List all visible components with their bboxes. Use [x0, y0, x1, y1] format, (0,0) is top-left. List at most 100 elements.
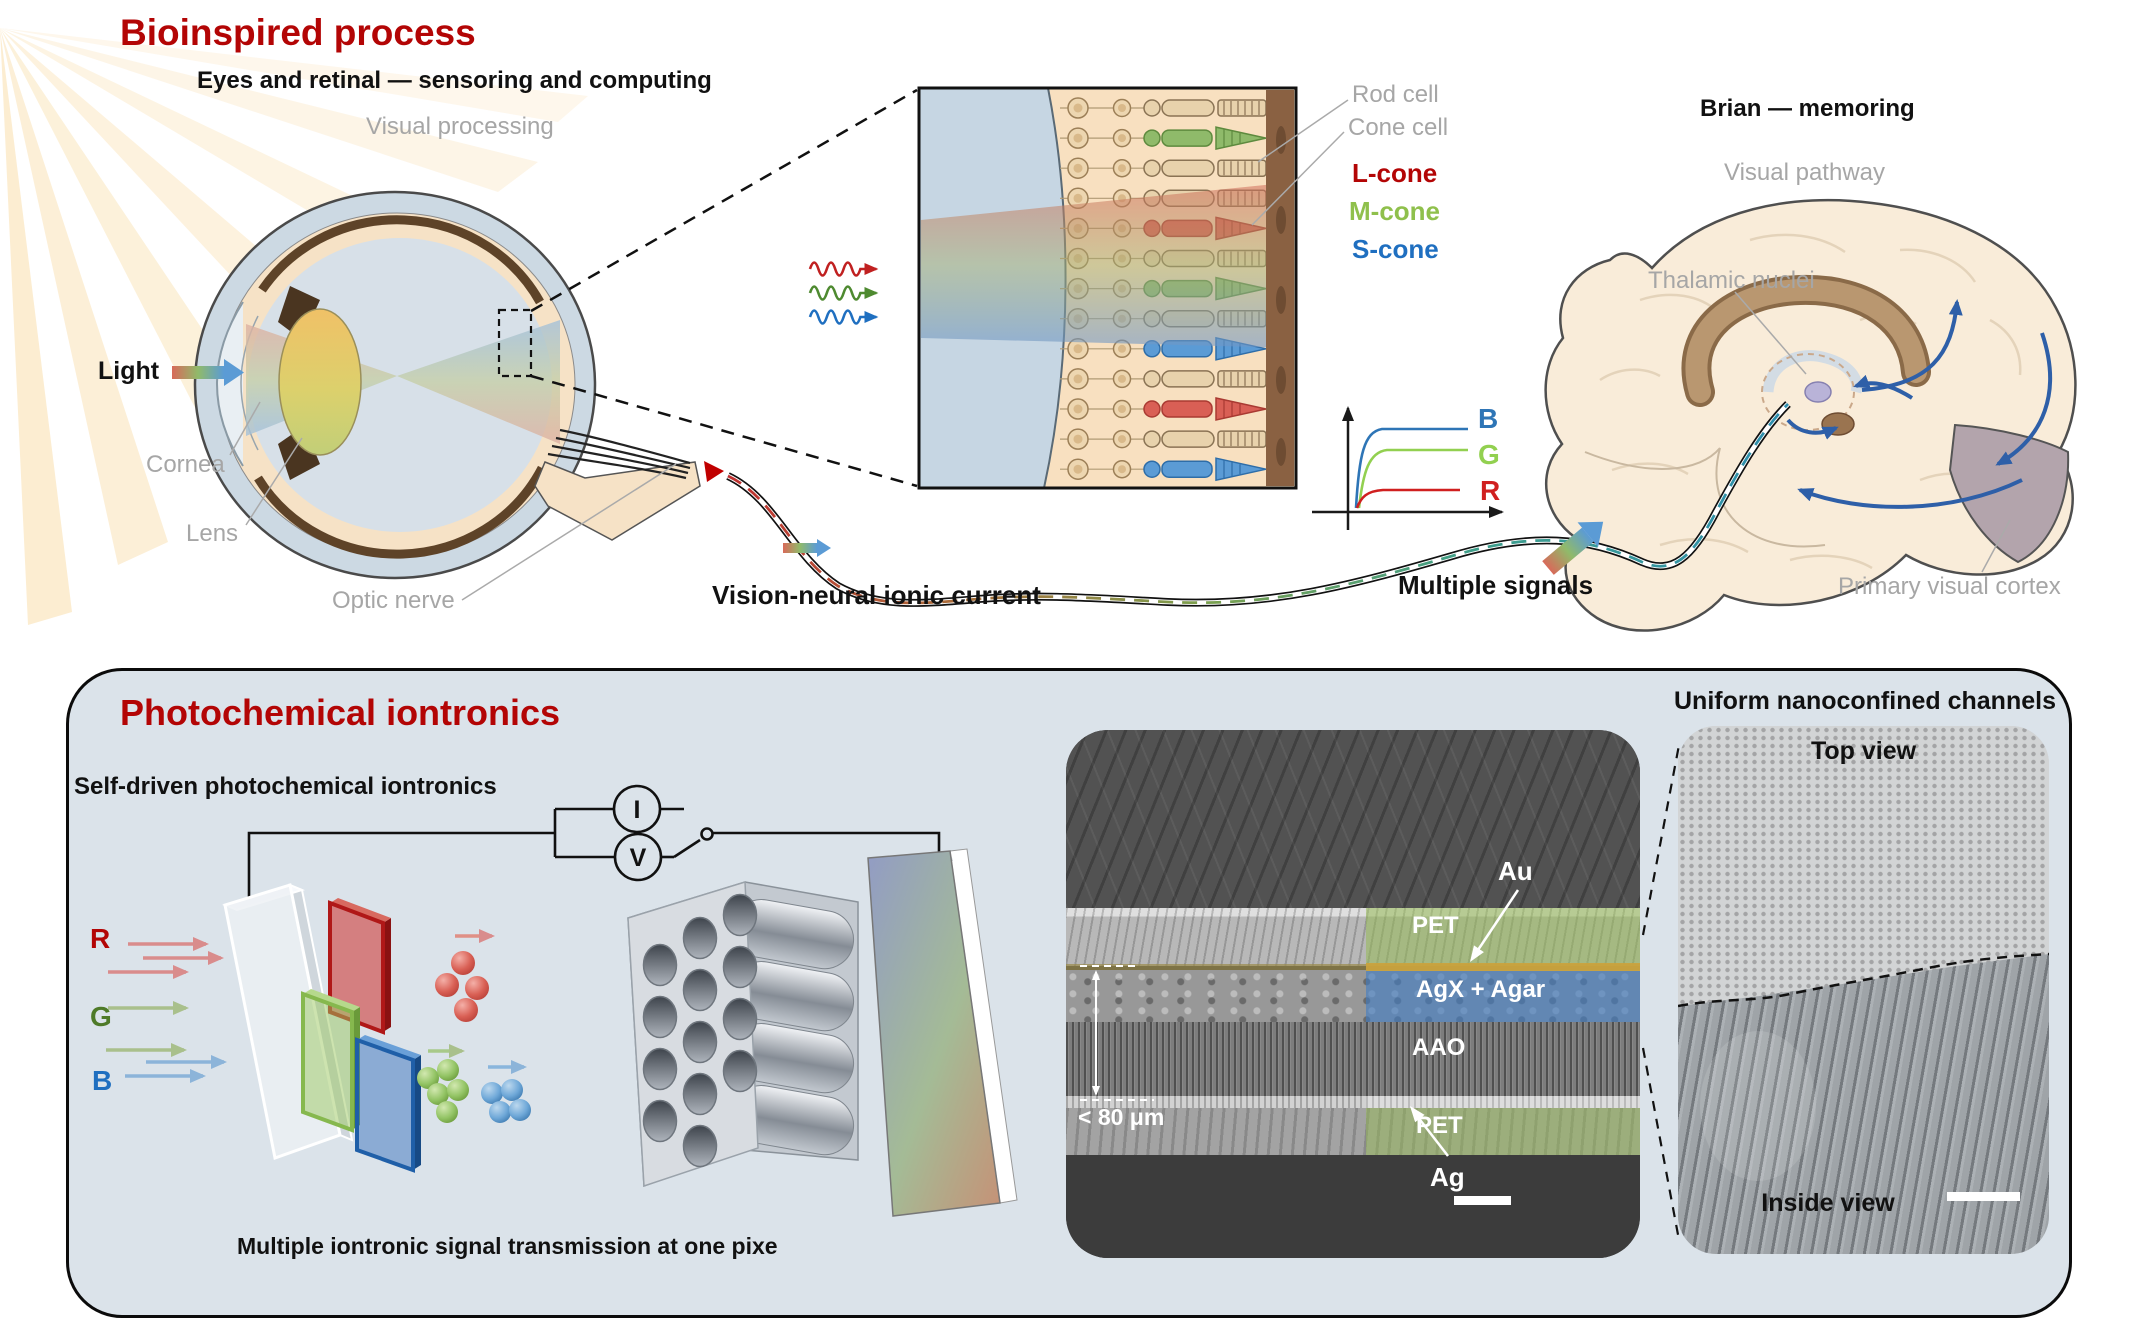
chart-label-r: R	[1480, 475, 1501, 506]
m-cone-label: M-cone	[1349, 196, 1440, 226]
primary-visual-cortex-region	[1948, 423, 2070, 564]
pixel-caption: Multiple iontronic signal transmission a…	[237, 1233, 778, 1259]
eyes-heading: Eyes and retinal — sensoring and computi…	[197, 67, 712, 94]
rod-cell-row	[1060, 368, 1267, 390]
callout-line-bottom	[530, 374, 918, 488]
green-wave-icon	[808, 285, 879, 301]
retina-callout-box	[497, 308, 533, 378]
cable-start-arrow-icon	[704, 461, 724, 482]
overlay-au	[1366, 963, 1640, 971]
input-g-label: G	[90, 1001, 112, 1032]
light-arrow	[172, 359, 244, 386]
light-beam-left	[246, 324, 397, 436]
curve-B	[1354, 427, 1468, 509]
section-title-photochemical: Photochemical iontronics	[120, 692, 561, 733]
visual-pathway-label: Visual pathway	[1724, 159, 1885, 186]
cone-cell-row	[1060, 336, 1267, 361]
sem-cross-section-image: Au PET AgX + Agar AAO PET Ag < 80 μm	[1066, 730, 1640, 1258]
ionic-current-label: Vision-neural ionic current	[712, 580, 1041, 610]
rgb-wave-arrows	[808, 261, 879, 325]
blue-wave-icon	[808, 309, 879, 325]
pvc-leader	[1981, 519, 2011, 573]
cone-cell-row	[1060, 126, 1267, 151]
brain-diagram	[1544, 198, 2077, 632]
retina-light-band	[921, 182, 1294, 348]
input-r-label: R	[90, 923, 111, 954]
sem-annotations	[1080, 889, 1520, 1157]
rod-cell-row	[1060, 247, 1267, 270]
sem-ag-layer	[1066, 1096, 1640, 1108]
response-chart	[1312, 406, 1504, 530]
brain-heading: Brian — memoring	[1700, 95, 1915, 122]
chart-label-g: G	[1478, 439, 1500, 470]
curve-G	[1357, 448, 1468, 509]
optic-nerve-exit	[534, 428, 701, 541]
nanochannels-heading: Uniform nanoconfined channels	[1674, 687, 2056, 715]
lens-shape	[278, 308, 362, 456]
view-boundary	[1678, 952, 2049, 1181]
rod-cell-row	[1060, 187, 1267, 210]
visual-pathway-arrows	[1786, 299, 2052, 509]
vision-neural-cable	[704, 401, 1791, 607]
light-beam-right	[397, 320, 560, 444]
retina-cell-rows	[1060, 97, 1267, 482]
rod-cell-row	[1060, 428, 1267, 450]
cone-cell-row	[1060, 276, 1267, 301]
rpe-band	[1266, 90, 1294, 486]
sem-label-aao: AAO	[1412, 1034, 1466, 1061]
callout-line-top	[530, 88, 918, 313]
cone-cell-row	[1060, 216, 1267, 241]
sem-label-agx: AgX + Agar	[1416, 976, 1546, 1003]
ionic-flow-arrow	[783, 539, 831, 557]
sem-label-thickness: < 80 μm	[1078, 1104, 1165, 1130]
sem-au-layer	[1066, 964, 1640, 970]
rod-cell-row	[1060, 307, 1267, 330]
light-label: Light	[98, 357, 160, 385]
nanochannel-views-image: Top view Inside view	[1678, 726, 2049, 1254]
cone-cell-row	[1060, 397, 1267, 421]
section-title-bioinspired: Bioinspired process	[120, 12, 476, 53]
retina-inset	[917, 86, 1349, 490]
thalamic-nuclei-label: Thalamic nuclei	[1648, 267, 1815, 294]
s-cone-label: S-cone	[1352, 234, 1439, 264]
cone-cell-row	[1060, 457, 1267, 482]
visual-processing-label: Visual processing	[366, 113, 554, 140]
thalamic-nuclei-region	[1761, 350, 1863, 436]
cornea-leader	[229, 401, 261, 456]
sem-label-pet-bottom: PET	[1416, 1112, 1463, 1139]
thalamic-leader	[1734, 291, 1807, 375]
overlay-ag	[1366, 1096, 1640, 1108]
channels-scale-bar	[1947, 1192, 2020, 1201]
sem-aao-layer	[1066, 1022, 1640, 1096]
inside-view-label: Inside view	[1761, 1189, 1895, 1217]
sem-substrate	[1066, 1155, 1640, 1258]
chart-label-b: B	[1478, 403, 1499, 434]
sem-bulk-top	[1066, 730, 1640, 908]
sem-scale-bar	[1454, 1196, 1511, 1205]
optic-nerve-leader	[461, 463, 677, 601]
multiple-signals-label: Multiple signals	[1398, 570, 1594, 600]
rod-cell-leader	[1257, 99, 1349, 163]
overlay-pet-bottom	[1366, 1108, 1640, 1155]
rod-cell-row	[1060, 97, 1267, 119]
l-cone-label: L-cone	[1352, 158, 1438, 188]
primary-visual-cortex-label: Primary visual cortex	[1838, 573, 2061, 600]
lens-label: Lens	[186, 520, 239, 547]
cone-cell-label: Cone cell	[1348, 114, 1449, 141]
lens-leader	[245, 437, 303, 526]
cornea-label: Cornea	[146, 451, 225, 478]
cone-cell-leader	[1251, 131, 1345, 226]
sem-label-au: Au	[1498, 856, 1533, 886]
top-view-label: Top view	[1810, 737, 1917, 765]
rod-cell-label: Rod cell	[1352, 81, 1439, 108]
eye-diagram	[172, 190, 701, 601]
curve-R	[1355, 488, 1460, 509]
overlay-pet-top	[1366, 908, 1640, 966]
sem-label-pet-top: PET	[1412, 912, 1459, 939]
red-wave-icon	[808, 261, 879, 277]
rod-cell-row	[1060, 157, 1267, 179]
overlay-agx	[1366, 971, 1640, 1022]
sem-label-ag: Ag	[1430, 1162, 1465, 1192]
corpus-callosum	[1681, 274, 1931, 407]
